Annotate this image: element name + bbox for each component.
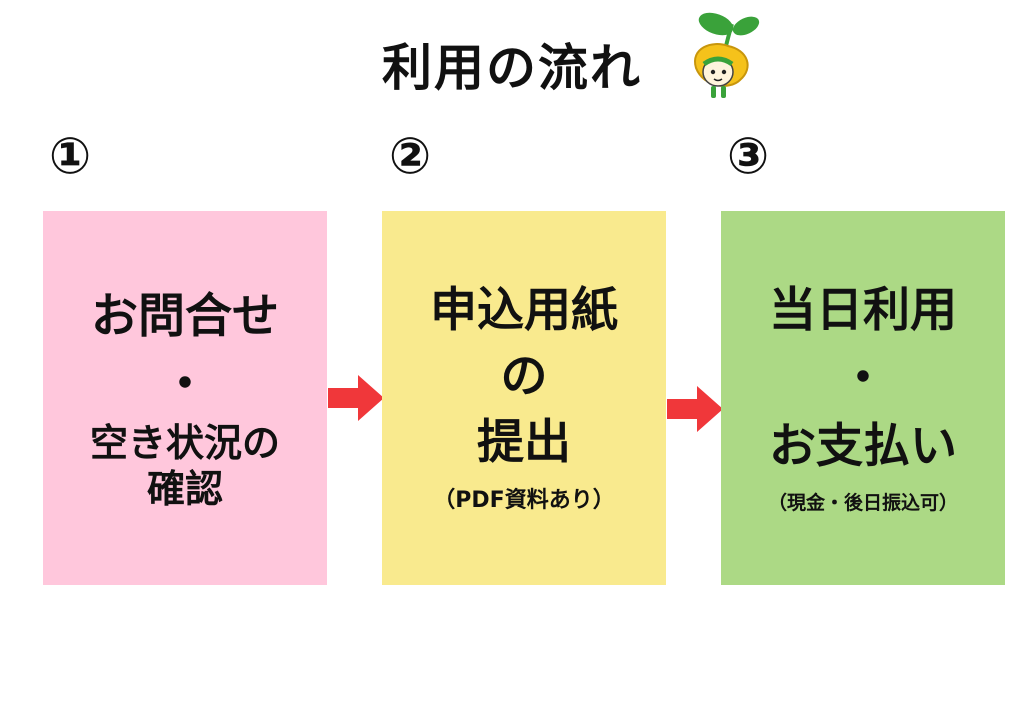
step-3-line-2: ・ xyxy=(839,351,887,406)
step-2-note: （PDF資料あり） xyxy=(433,488,615,513)
step-1-line-1: お問合せ xyxy=(91,289,279,344)
step-3-line-1: 当日利用 xyxy=(769,283,957,338)
right-arrow-icon xyxy=(667,386,723,432)
step-3-note: （現金・後日振込可） xyxy=(767,492,958,514)
step-1-line-4: 確認 xyxy=(146,467,223,511)
step-2-box: 申込用紙 の 提出 （PDF資料あり） xyxy=(382,211,666,585)
step-1-number: ① xyxy=(48,127,92,185)
step-1-line-2: ・ xyxy=(161,357,209,412)
sprout-mascot-icon xyxy=(694,12,760,98)
step-3-line-3: お支払い xyxy=(769,419,957,474)
right-arrow-icon xyxy=(328,375,384,421)
step-2-line-3: 提出 xyxy=(477,415,571,470)
step-1-box: お問合せ ・ 空き状況の 確認 xyxy=(43,211,327,585)
page-title: 利用の流れ xyxy=(382,39,642,97)
step-2-line-2: の xyxy=(500,349,548,404)
step-2-number: ② xyxy=(388,127,432,185)
step-1-line-3: 空き状況の xyxy=(89,421,280,465)
step-3-number: ③ xyxy=(726,127,770,185)
step-3-box: 当日利用 ・ お支払い （現金・後日振込可） xyxy=(721,211,1005,585)
step-2-line-1: 申込用紙 xyxy=(430,283,618,338)
